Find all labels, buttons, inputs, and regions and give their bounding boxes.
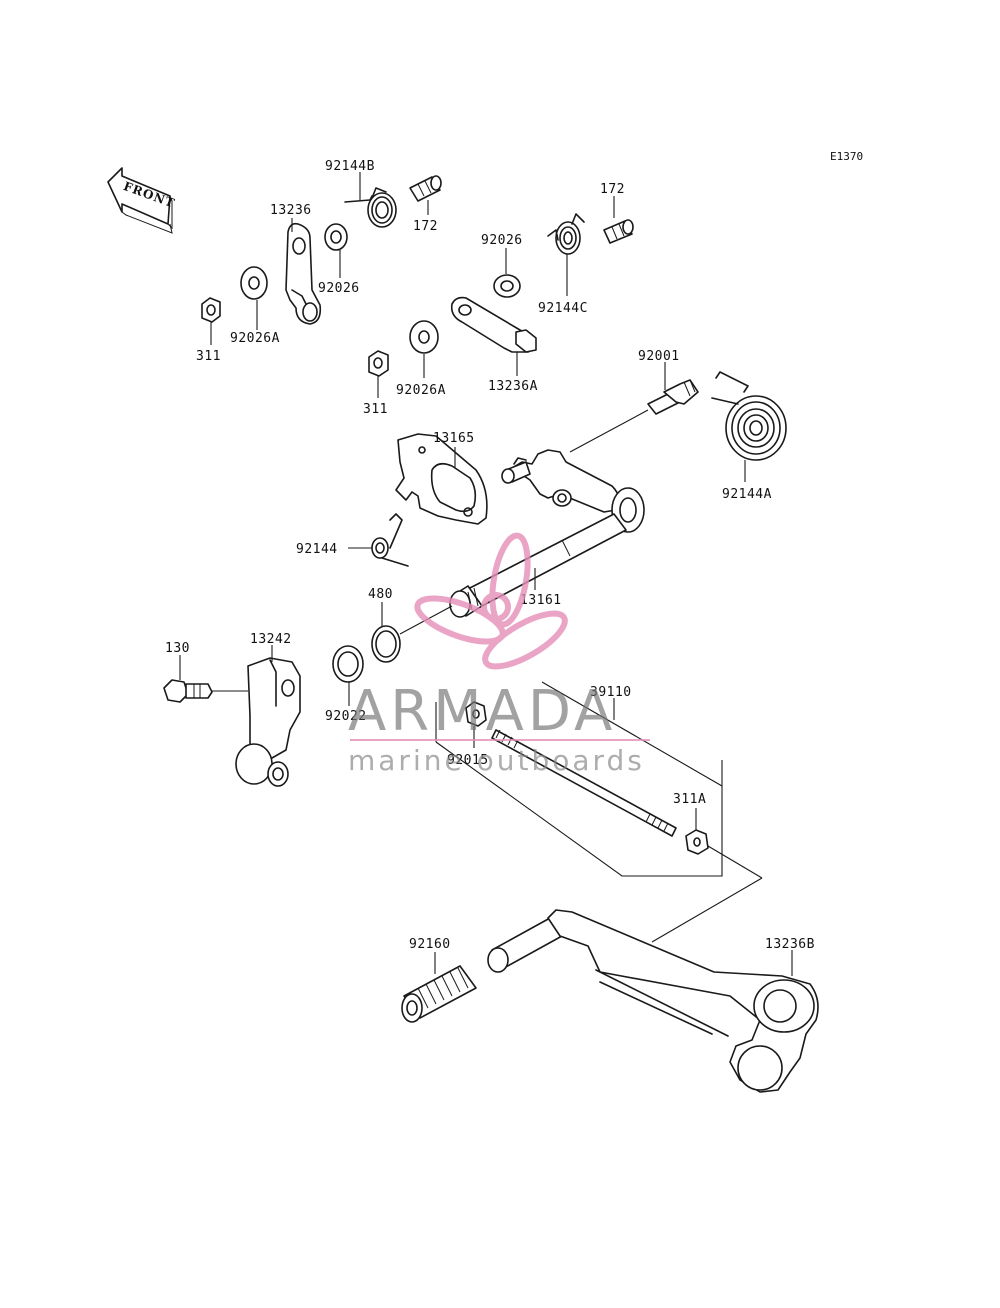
lever-13236a (450, 296, 537, 353)
label-480: 480 (368, 587, 393, 602)
spring-92144c (547, 213, 585, 255)
label-92160: 92160 (409, 937, 451, 952)
label-92015: 92015 (447, 753, 489, 768)
pin-172-right (603, 219, 634, 244)
stud-bolt-92001 (647, 379, 699, 415)
washer-92022 (332, 645, 364, 683)
label-311-b: 311 (363, 402, 388, 417)
label-92144: 92144 (296, 542, 338, 557)
label-172-a: 172 (413, 219, 438, 234)
label-311-a: 311 (196, 349, 221, 364)
label-92144c: 92144C (538, 301, 588, 316)
tie-rod (491, 729, 677, 837)
tie-rod-assembly-39110 (435, 681, 723, 877)
circlip-480 (371, 625, 401, 663)
label-13236a: 13236A (488, 379, 538, 394)
label-92026a-b: 92026A (396, 383, 446, 398)
washer-92026-b (493, 274, 521, 298)
brand-name: ARMADA (348, 679, 616, 744)
pin-172-left (409, 175, 442, 202)
nut-311a (685, 829, 709, 855)
label-39110: 39110 (590, 685, 632, 700)
nut-311-b (368, 350, 389, 377)
label-92144a: 92144A (722, 487, 772, 502)
spring-92144b (344, 187, 397, 228)
label-311a: 311A (673, 792, 706, 807)
pedal-rubber-92160 (401, 965, 477, 1023)
shaft-13161 (449, 449, 645, 618)
label-172-b: 172 (600, 182, 625, 197)
label-130: 130 (165, 641, 190, 656)
washer-92026a-b (409, 320, 439, 354)
nut-92015 (465, 701, 487, 727)
label-13165: 13165 (433, 431, 475, 446)
label-92026-b: 92026 (481, 233, 523, 248)
label-92001: 92001 (638, 349, 680, 364)
label-92026-a: 92026 (318, 281, 360, 296)
label-13236: 13236 (270, 203, 312, 218)
label-92026a-a: 92026A (230, 331, 280, 346)
label-92022: 92022 (325, 709, 367, 724)
nut-311-a (201, 297, 221, 323)
bolt-130 (163, 679, 213, 703)
diagram-code: E1370 (830, 150, 863, 163)
armada-logo: ARMADA marine outboards (348, 532, 650, 777)
label-13161: 13161 (520, 593, 562, 608)
front-arrow-icon: FRONT (107, 167, 177, 234)
washer-92026a-a (240, 266, 268, 300)
brand-tagline: marine outboards (348, 744, 645, 777)
shift-arm-13242 (235, 657, 301, 787)
label-13236b: 13236B (765, 937, 815, 952)
plate-13165 (395, 433, 488, 525)
shift-pedal-13236b (487, 909, 819, 1093)
spring-92144 (371, 513, 409, 567)
washer-92026-a (324, 223, 348, 251)
label-92144b: 92144B (325, 159, 375, 174)
lever-13236 (285, 222, 322, 325)
spring-92144a (711, 371, 787, 461)
label-13242: 13242 (250, 632, 292, 647)
